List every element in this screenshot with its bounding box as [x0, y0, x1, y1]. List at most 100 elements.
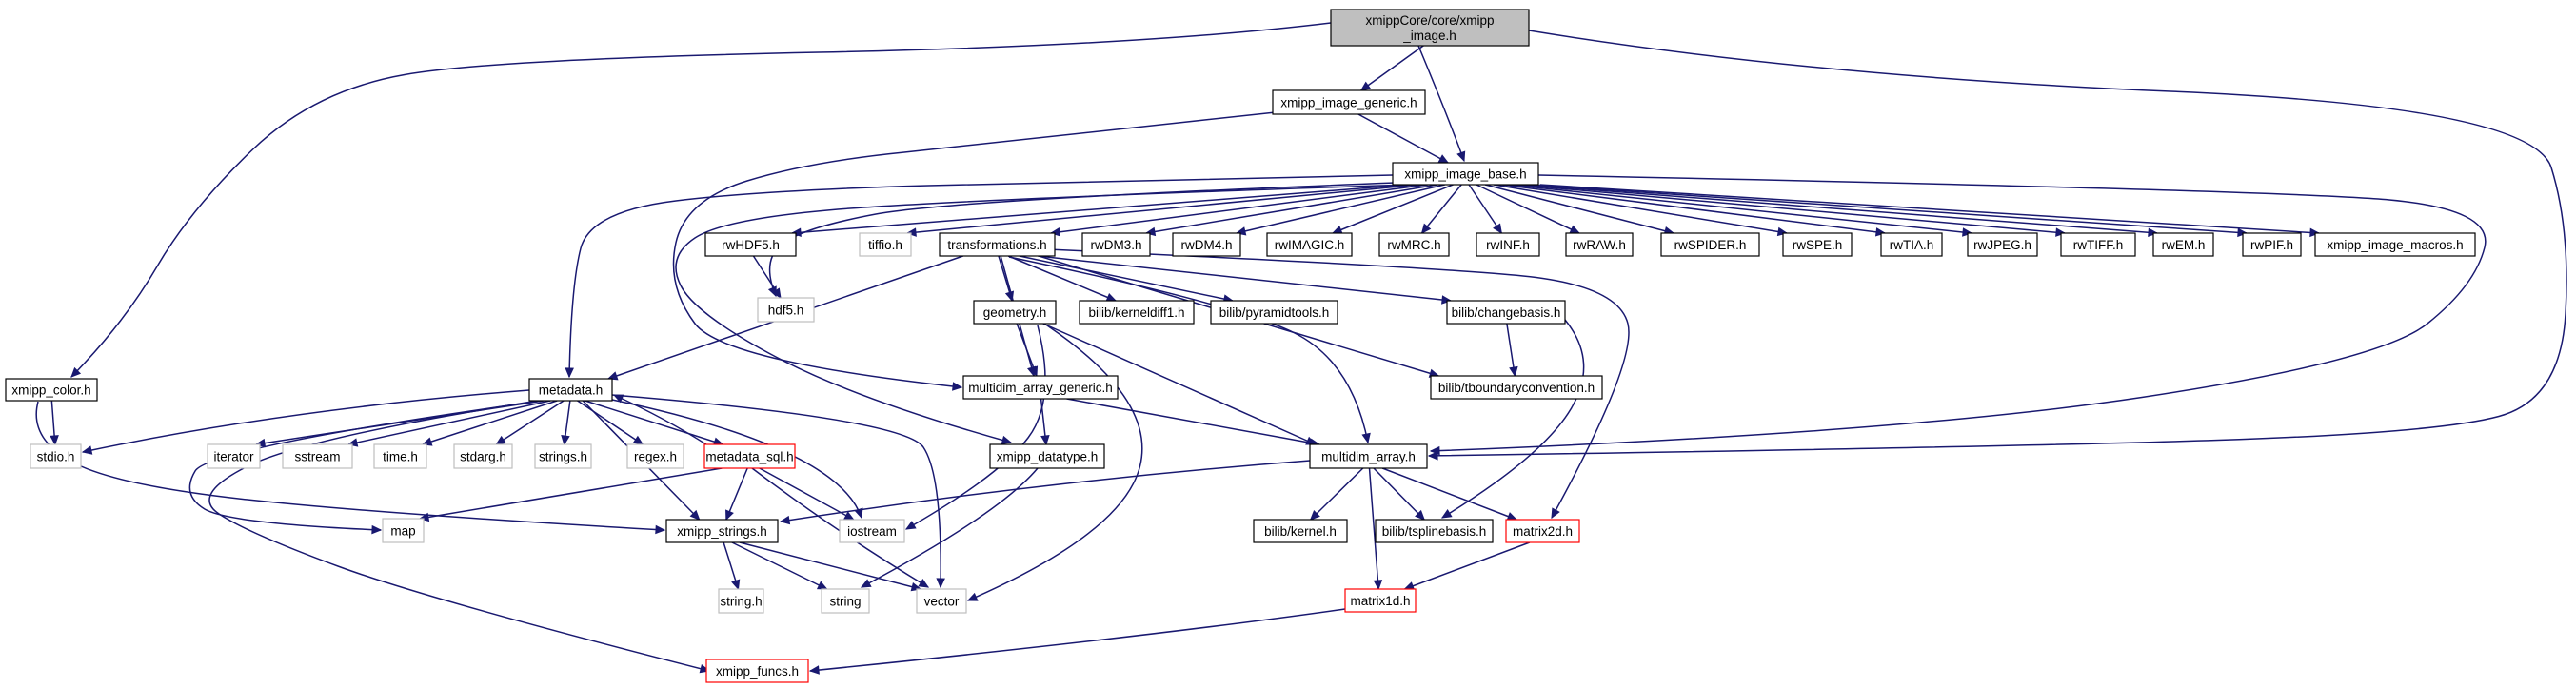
node-box[interactable]: [1210, 300, 1338, 325]
node-root[interactable]: xmippCore/core/xmipp_image.h: [1330, 9, 1530, 47]
node-rwDM3[interactable]: rwDM3.h: [1081, 232, 1151, 257]
node-macros[interactable]: xmipp_image_macros.h: [2314, 232, 2476, 257]
node-box[interactable]: [973, 300, 1057, 325]
node-box[interactable]: [704, 232, 797, 257]
node-box[interactable]: [1375, 519, 1494, 543]
node-box[interactable]: [1476, 232, 1540, 257]
node-box[interactable]: [1266, 232, 1353, 257]
node-box[interactable]: [939, 232, 1056, 257]
node-box[interactable]: [382, 518, 425, 543]
node-changebasis[interactable]: bilib/changebasis.h: [1446, 300, 1566, 325]
node-box[interactable]: [989, 443, 1105, 469]
node-multidim[interactable]: multidim_array.h: [1309, 443, 1428, 469]
node-box[interactable]: [703, 443, 796, 469]
node-box[interactable]: [626, 443, 684, 469]
node-rwINF[interactable]: rwINF.h: [1476, 232, 1540, 257]
node-metadata[interactable]: metadata.h: [528, 378, 613, 402]
node-box[interactable]: [534, 443, 592, 469]
node-box[interactable]: [821, 588, 870, 614]
node-box[interactable]: [528, 378, 613, 402]
node-box[interactable]: [1253, 519, 1348, 543]
node-xmipp-color[interactable]: xmipp_color.h: [5, 378, 98, 402]
node-kerneldiff1[interactable]: bilib/kerneldiff1.h: [1079, 300, 1195, 325]
node-box[interactable]: [1446, 300, 1566, 325]
node-box[interactable]: [207, 443, 261, 469]
node-iostream[interactable]: iostream: [839, 519, 905, 543]
node-box[interactable]: [757, 297, 815, 323]
node-box[interactable]: [962, 375, 1119, 400]
node-box[interactable]: [2242, 232, 2302, 257]
node-string[interactable]: string: [821, 588, 870, 614]
node-box[interactable]: [1430, 375, 1603, 400]
node-datatype[interactable]: xmipp_datatype.h: [989, 443, 1105, 469]
node-box[interactable]: [916, 588, 967, 614]
node-box[interactable]: [1309, 443, 1428, 469]
node-rwRAW[interactable]: rwRAW.h: [1565, 232, 1634, 257]
node-box[interactable]: [859, 232, 912, 257]
node-box[interactable]: [1081, 232, 1151, 257]
node-rwTIA[interactable]: rwTIA.h: [1880, 232, 1943, 257]
node-rwIMAGIC[interactable]: rwIMAGIC.h: [1266, 232, 1353, 257]
node-vector[interactable]: vector: [916, 588, 967, 614]
node-box[interactable]: [5, 378, 98, 402]
node-rwSPIDER[interactable]: rwSPIDER.h: [1660, 232, 1760, 257]
node-box[interactable]: [665, 519, 779, 543]
node-tboundary[interactable]: bilib/tboundaryconvention.h: [1430, 375, 1603, 400]
node-box[interactable]: [1172, 232, 1241, 257]
node-multidim-generic[interactable]: multidim_array_generic.h: [962, 375, 1119, 400]
node-strings-h[interactable]: strings.h: [534, 443, 592, 469]
node-matrix2d[interactable]: matrix2d.h: [1505, 519, 1580, 543]
node-regex[interactable]: regex.h: [626, 443, 684, 469]
node-geometry[interactable]: geometry.h: [973, 300, 1057, 325]
node-kernel[interactable]: bilib/kernel.h: [1253, 519, 1348, 543]
node-box[interactable]: [705, 659, 809, 683]
node-box[interactable]: [1565, 232, 1634, 257]
node-box[interactable]: [1782, 232, 1853, 257]
node-box[interactable]: [1660, 232, 1760, 257]
node-stdio[interactable]: stdio.h: [30, 443, 82, 469]
node-rwPIF[interactable]: rwPIF.h: [2242, 232, 2302, 257]
node-box[interactable]: [1392, 162, 1539, 186]
node-box[interactable]: [2060, 232, 2136, 257]
node-box[interactable]: [2314, 232, 2476, 257]
node-box[interactable]: [1880, 232, 1943, 257]
node-matrix1d[interactable]: matrix1d.h: [1344, 588, 1417, 613]
node-box[interactable]: [1079, 300, 1195, 325]
node-xmipp-strings[interactable]: xmipp_strings.h: [665, 519, 779, 543]
node-box[interactable]: [30, 443, 82, 469]
node-time[interactable]: time.h: [373, 443, 427, 469]
node-rwTIFF[interactable]: rwTIFF.h: [2060, 232, 2136, 257]
node-generic[interactable]: xmipp_image_generic.h: [1272, 89, 1426, 115]
node-stdarg[interactable]: stdarg.h: [453, 443, 513, 469]
node-box[interactable]: [1330, 9, 1530, 47]
node-transformations[interactable]: transformations.h: [939, 232, 1056, 257]
node-rwJPEG[interactable]: rwJPEG.h: [1967, 232, 2038, 257]
node-box[interactable]: [1967, 232, 2038, 257]
node-tiffio[interactable]: tiffio.h: [859, 232, 912, 257]
node-iterator[interactable]: iterator: [207, 443, 261, 469]
node-box[interactable]: [1505, 519, 1580, 543]
node-funcs[interactable]: xmipp_funcs.h: [705, 659, 809, 683]
node-box[interactable]: [1344, 588, 1417, 613]
node-box[interactable]: [839, 519, 905, 543]
node-box[interactable]: [282, 443, 353, 469]
node-string-h[interactable]: string.h: [718, 588, 764, 614]
node-pyramidtools[interactable]: bilib/pyramidtools.h: [1210, 300, 1338, 325]
node-box[interactable]: [453, 443, 513, 469]
node-metadata-sql[interactable]: metadata_sql.h: [703, 443, 796, 469]
node-rwDM4[interactable]: rwDM4.h: [1172, 232, 1241, 257]
node-box[interactable]: [1378, 232, 1450, 257]
node-hdf5[interactable]: hdf5.h: [757, 297, 815, 323]
node-sstream[interactable]: sstream: [282, 443, 353, 469]
node-map[interactable]: map: [382, 518, 425, 543]
node-box[interactable]: [1272, 89, 1426, 115]
node-box[interactable]: [373, 443, 427, 469]
node-rwEM[interactable]: rwEM.h: [2152, 232, 2214, 257]
node-base[interactable]: xmipp_image_base.h: [1392, 162, 1539, 186]
node-rwMRC[interactable]: rwMRC.h: [1378, 232, 1450, 257]
node-box[interactable]: [718, 588, 764, 614]
node-box[interactable]: [2152, 232, 2214, 257]
node-tspline[interactable]: bilib/tsplinebasis.h: [1375, 519, 1494, 543]
node-rwSPE[interactable]: rwSPE.h: [1782, 232, 1853, 257]
node-rwHDF5[interactable]: rwHDF5.h: [704, 232, 797, 257]
